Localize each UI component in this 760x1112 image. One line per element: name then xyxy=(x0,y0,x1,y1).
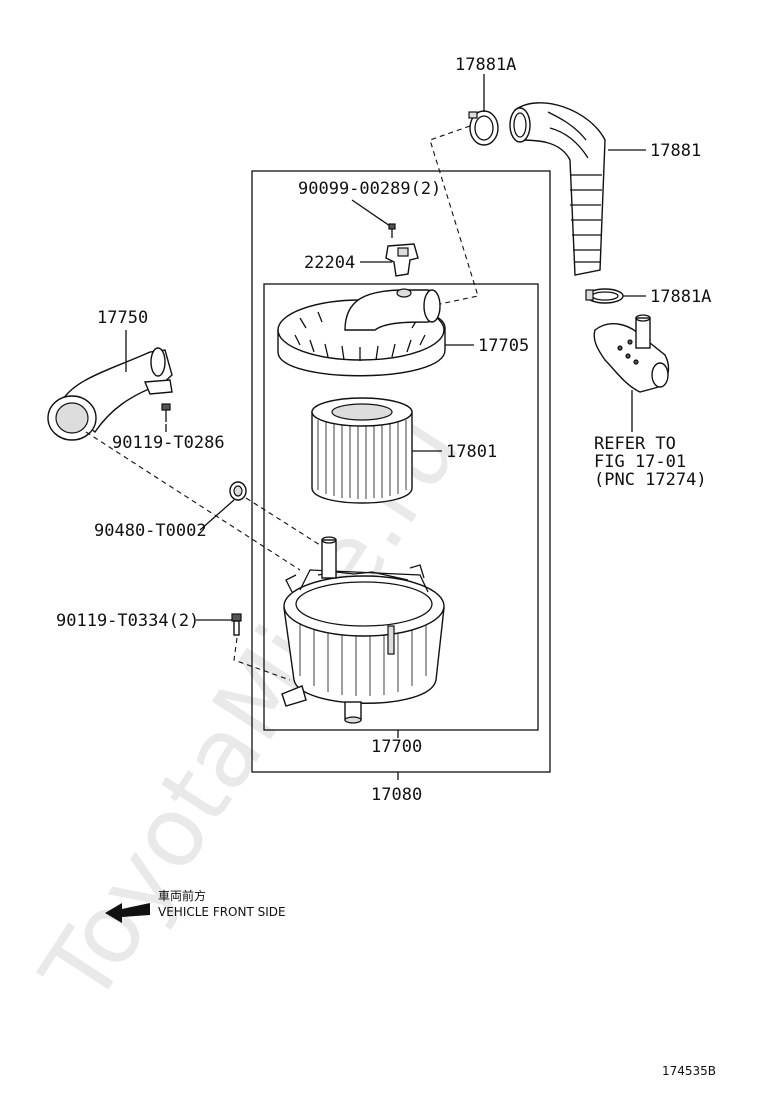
grommet-90480[interactable] xyxy=(229,481,247,501)
elbow-pipe-ref[interactable] xyxy=(593,314,670,393)
label-22204: 22204 xyxy=(304,253,355,273)
sensor-22204[interactable] xyxy=(385,243,419,277)
diagram-id: 174535B xyxy=(662,1064,716,1078)
assembly-box-17080 xyxy=(251,170,551,773)
filter-element-17801[interactable] xyxy=(311,397,413,504)
dash-clamp-to-cover xyxy=(429,125,479,305)
front-label-jp: 車両前方 xyxy=(158,888,206,903)
label-17750: 17750 xyxy=(97,308,148,328)
dash-grommet-to-case xyxy=(245,497,321,546)
leader-90099 xyxy=(351,199,391,227)
inlet-duct-17750[interactable] xyxy=(47,347,173,441)
refer-line2: FIG 17-01 xyxy=(594,452,686,472)
label-17881a-top: 17881A xyxy=(455,55,516,75)
label-17881a-mid: 17881A xyxy=(650,287,711,307)
front-arrow-icon xyxy=(105,903,150,923)
dash-duct-to-case xyxy=(85,431,301,571)
label-17801: 17801 xyxy=(446,442,497,462)
label-17705: 17705 xyxy=(478,336,529,356)
screw-90099[interactable] xyxy=(388,223,396,238)
refer-line3: (PNC 17274) xyxy=(594,470,707,490)
label-17080: 17080 xyxy=(371,785,422,805)
label-90099-00289: 90099-00289(2) xyxy=(298,179,441,199)
clamp-17881a-top[interactable] xyxy=(468,110,499,146)
hose-17881[interactable] xyxy=(509,102,606,276)
bolt-90119-t0286[interactable] xyxy=(161,403,171,422)
leader-90480 xyxy=(199,499,235,531)
assembly-box-17700 xyxy=(263,283,539,731)
label-90119-t0286: 90119-T0286 xyxy=(112,433,225,453)
case-17700[interactable] xyxy=(281,536,445,724)
label-17881: 17881 xyxy=(650,141,701,161)
label-90480: 90480-T0002 xyxy=(94,521,207,541)
refer-line1: REFER TO xyxy=(594,434,676,454)
label-90119-t0334: 90119-T0334(2) xyxy=(56,611,199,631)
label-17700: 17700 xyxy=(371,737,422,757)
dash-bolt-to-case xyxy=(233,637,291,681)
bolt-90119-t0334[interactable] xyxy=(231,613,242,636)
clamp-17881a-mid[interactable] xyxy=(585,288,624,304)
cover-17705[interactable] xyxy=(277,288,446,377)
front-label-en: VEHICLE FRONT SIDE xyxy=(158,905,286,919)
